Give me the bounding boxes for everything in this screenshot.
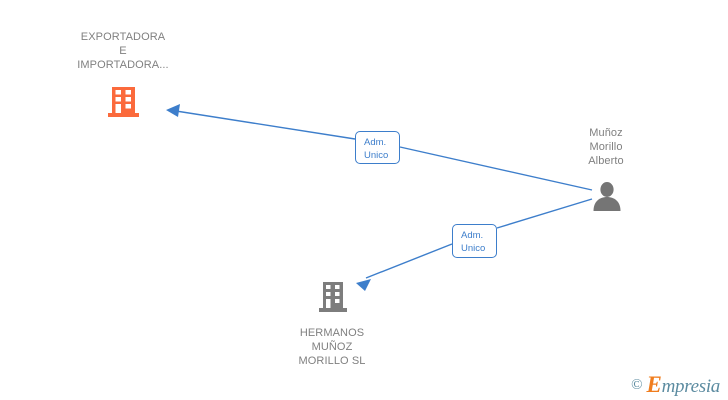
building-icon[interactable]	[107, 87, 140, 119]
copyright-icon: ©	[631, 376, 643, 393]
brand-rest: mpresia	[661, 376, 721, 397]
relation-label-adm-unico-2[interactable]: Adm. Unico	[452, 224, 497, 258]
arrowhead-icon	[356, 279, 371, 291]
person-label: Muñoz Morillo Alberto	[588, 127, 624, 167]
edge-person-to-hermanos	[356, 198, 593, 291]
brand-logo: Empresia	[646, 372, 721, 398]
company-hermanos-label: HERMANOS MUÑOZ MORILLO SL	[298, 327, 366, 367]
person-icon[interactable]	[592, 181, 622, 211]
watermark: © Empresia	[631, 372, 720, 398]
company-exportadora-label: EXPORTADORA E IMPORTADORA...	[77, 31, 169, 71]
brand-initial: E	[646, 372, 662, 397]
building-icon[interactable]	[318, 282, 348, 314]
edge-person-to-exportadora	[166, 104, 593, 191]
arrowhead-icon	[166, 104, 180, 117]
relation-label-adm-unico-1[interactable]: Adm. Unico	[355, 131, 400, 164]
